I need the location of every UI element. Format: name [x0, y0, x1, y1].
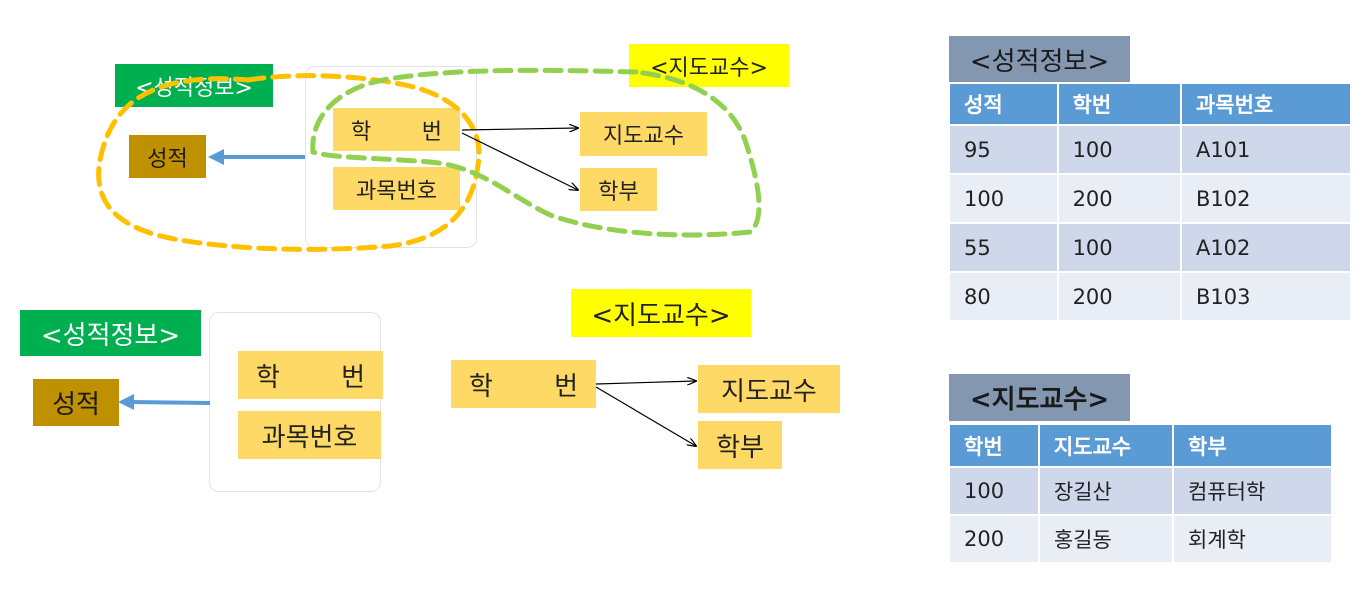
- table-row: 55 100 A102: [948, 222, 1353, 273]
- top-student-no-right: 번: [421, 119, 442, 145]
- advisor-table-title: <지도교수>: [949, 374, 1130, 421]
- grades-col-header: 학번: [1056, 82, 1182, 126]
- bottom-advisor-attr: 지도교수: [698, 365, 840, 413]
- bottom-student-no-right: 번: [341, 362, 365, 393]
- bottom-student-no2-right: 번: [554, 371, 578, 402]
- table-cell: 컴퓨터학: [1172, 466, 1333, 516]
- bottom-fd-arrow-department: [595, 386, 696, 446]
- bottom-grade-arrowhead: [118, 394, 134, 410]
- bottom-fd-arrow-advisor: [595, 381, 696, 384]
- top-grade-attr: 성적: [129, 135, 206, 178]
- grades-table-header-row: 성적 학번 과목번호: [948, 82, 1353, 126]
- bottom-student-no-attr: 학 번: [238, 351, 383, 399]
- bottom-course-no-attr: 과목번호: [238, 411, 381, 459]
- table-cell: 100: [948, 466, 1040, 516]
- table-row: 100 장길산 컴퓨터학: [948, 466, 1333, 516]
- table-cell: A102: [1179, 222, 1353, 273]
- table-cell: 100: [1056, 222, 1182, 273]
- table-cell: 회계학: [1172, 514, 1333, 564]
- bottom-advisor-tag: <지도교수>: [571, 289, 751, 337]
- table-cell: 장길산: [1037, 466, 1175, 516]
- top-department-attr: 학부: [580, 168, 657, 211]
- table-cell: 80: [948, 271, 1059, 322]
- table-cell: 95: [948, 124, 1059, 175]
- table-cell: 55: [948, 222, 1059, 273]
- table-cell: A101: [1179, 124, 1353, 175]
- top-fd-arrow-advisor: [461, 128, 578, 130]
- table-cell: 200: [1056, 173, 1182, 224]
- top-student-no-attr: 학 번: [333, 108, 460, 151]
- table-cell: B103: [1179, 271, 1353, 322]
- grades-table: 성적 학번 과목번호 95 100 A101 100 200 B102 55 1…: [948, 82, 1353, 322]
- top-course-no-attr: 과목번호: [333, 167, 460, 210]
- table-row: 200 홍길동 회계학: [948, 514, 1333, 564]
- bottom-student-no2-left: 학: [469, 371, 493, 402]
- table-row: 95 100 A101: [948, 124, 1353, 175]
- advisor-col-header: 학부: [1172, 423, 1333, 468]
- top-grade-arrowhead: [208, 149, 224, 165]
- table-cell: B102: [1179, 173, 1353, 224]
- advisor-table-header-row: 학번 지도교수 학부: [948, 423, 1333, 468]
- bottom-grade-arrow: [129, 400, 211, 405]
- bottom-grades-tag: <성적정보>: [20, 310, 201, 356]
- top-fd-arrow-department: [461, 132, 578, 190]
- table-cell: 100: [1056, 124, 1182, 175]
- table-cell: 홍길동: [1037, 514, 1175, 564]
- advisor-col-header: 지도교수: [1037, 423, 1175, 468]
- diagram-overlay: [96, 67, 762, 592]
- table-cell: 200: [1056, 271, 1182, 322]
- grades-table-title: <성적정보>: [949, 36, 1130, 83]
- top-advisor-attr: 지도교수: [580, 112, 707, 156]
- bottom-grade-attr: 성적: [33, 379, 119, 426]
- table-row: 80 200 B103: [948, 271, 1353, 322]
- grades-outline: [96, 73, 482, 252]
- table-cell: 100: [948, 173, 1059, 224]
- top-student-no-left: 학: [351, 119, 372, 145]
- table-row: 100 200 B102: [948, 173, 1353, 224]
- advisor-outline: [310, 67, 762, 238]
- grades-col-header: 과목번호: [1179, 82, 1353, 126]
- table-cell: 200: [948, 514, 1040, 564]
- bottom-student-no-left: 학: [256, 362, 280, 393]
- bottom-student-no2-attr: 학 번: [451, 360, 596, 408]
- grades-col-header: 성적: [948, 82, 1059, 126]
- advisor-col-header: 학번: [948, 423, 1040, 468]
- bottom-department-attr: 학부: [698, 421, 782, 469]
- advisor-table: 학번 지도교수 학부 100 장길산 컴퓨터학 200 홍길동 회계학: [948, 423, 1333, 564]
